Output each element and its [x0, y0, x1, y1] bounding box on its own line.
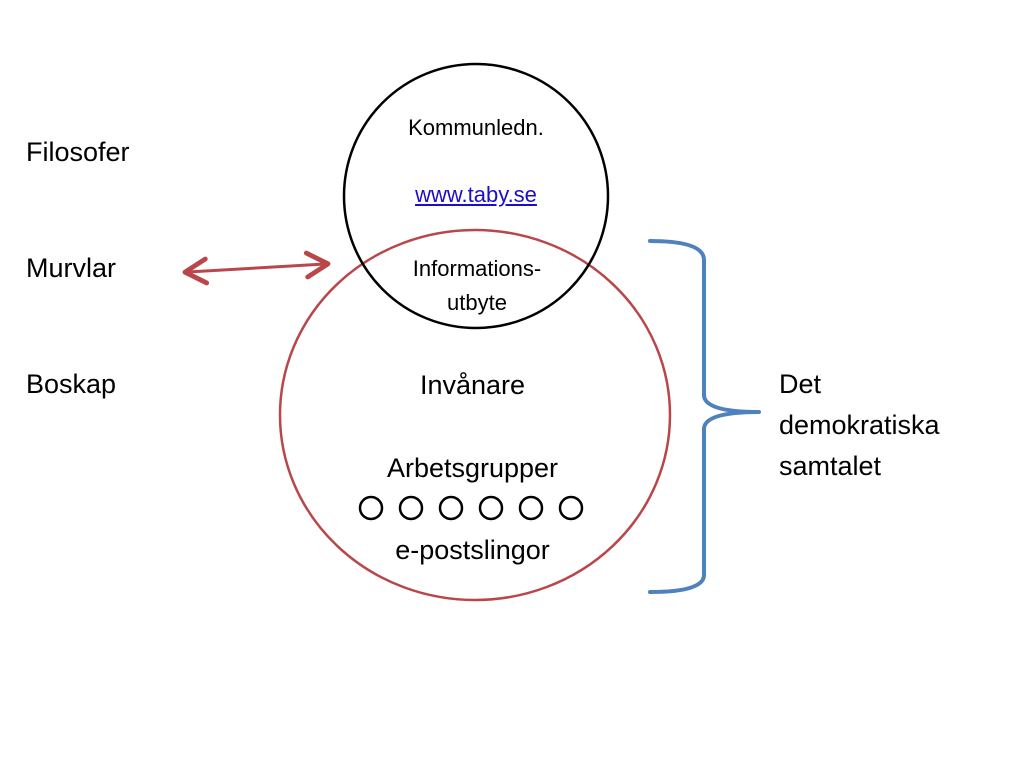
democratic-dialogue-line-1: Det: [779, 369, 822, 399]
residents-label: Invånare: [419, 370, 526, 400]
small-circle-1: [358, 495, 384, 521]
label-philosophers: Filosofer: [26, 137, 130, 167]
small-circle-6: [558, 495, 584, 521]
municipality-link[interactable]: www.taby.se: [415, 182, 537, 207]
small-circles-row: [358, 495, 584, 521]
democratic-dialogue-label: Det demokratiska samtalet: [779, 364, 979, 487]
label-journalists: Murvlar: [26, 253, 117, 283]
democratic-dialogue-line-3: samtalet: [779, 451, 882, 481]
working-groups-label: Arbetsgrupper: [386, 453, 559, 483]
residents-circle: [278, 228, 672, 602]
small-circle-5: [518, 495, 544, 521]
information-exchange-line-1: Informations-: [412, 256, 542, 281]
double-arrow: [182, 250, 331, 286]
democratic-dialogue-line-2: demokratiska: [779, 410, 940, 440]
information-exchange-label: Informations- utbyte: [372, 252, 582, 320]
information-exchange-line-2: utbyte: [447, 290, 507, 315]
mailing-lists-label: e-postslingor: [395, 535, 550, 565]
label-cattle: Boskap: [26, 369, 117, 399]
leadership-title: Kommunledn.: [408, 115, 544, 140]
curly-brace: [648, 239, 761, 594]
small-circle-2: [398, 495, 424, 521]
small-circle-4: [478, 495, 504, 521]
leadership-circle: [342, 62, 610, 330]
small-circle-3: [438, 495, 464, 521]
